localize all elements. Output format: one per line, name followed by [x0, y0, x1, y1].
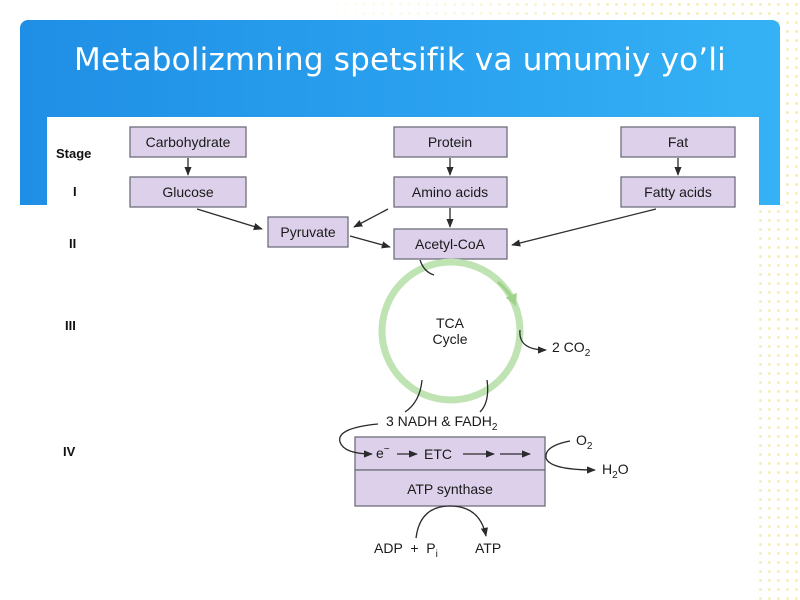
- page-title: Metabolizmning spetsifik va umumiy yo’li: [74, 42, 726, 78]
- nadh-text: 3 NADH & FADH: [386, 413, 492, 429]
- co2-subscript: 2: [585, 348, 591, 359]
- tca-label-line2: Cycle: [432, 331, 467, 347]
- tca-cycle-direction-arrow: [497, 280, 517, 307]
- stage-header: Stage: [56, 146, 91, 161]
- o2-label: O2: [576, 432, 593, 452]
- atp-label: ATP: [475, 540, 501, 556]
- h2o-h: H: [602, 461, 612, 477]
- electron-label: e−: [376, 444, 390, 461]
- arrow-cycle-nadh-right: [479, 379, 489, 413]
- arrow-o2-to-h2o: [545, 440, 596, 474]
- pyruvate-label: Pyruvate: [280, 224, 335, 240]
- h2o-label: H2O: [602, 461, 629, 481]
- electron-text: e: [376, 445, 384, 461]
- fatty-acids-box: [620, 176, 736, 208]
- arrow-nadh-to-etc: [339, 423, 379, 458]
- fat-label: Fat: [668, 134, 688, 150]
- glucose-label: Glucose: [162, 184, 214, 200]
- adp-pi-text: ADP + P: [374, 540, 436, 556]
- stage-i-label: I: [73, 184, 77, 199]
- fatty-acids-label: Fatty acids: [644, 184, 712, 200]
- stage-iii-label: III: [65, 318, 76, 333]
- protein-label: Protein: [428, 134, 472, 150]
- etc-label: ETC: [424, 446, 452, 462]
- arrow-acetyl-coa-into-cycle: [419, 259, 435, 276]
- tca-label-line1: TCA: [436, 315, 465, 331]
- stage-iv-label: IV: [63, 444, 76, 459]
- amino-acids-label: Amino acids: [412, 184, 488, 200]
- carbohydrate-label: Carbohydrate: [146, 134, 231, 150]
- stage-ii-label: II: [69, 236, 76, 251]
- atp-synthase-label: ATP synthase: [407, 481, 493, 497]
- arrow-glucose-pyruvate: [196, 208, 263, 231]
- nadh-fadh2-label: 3 NADH & FADH2: [386, 413, 498, 433]
- carbohydrate-box: [129, 126, 247, 158]
- o2-subscript: 2: [587, 441, 593, 452]
- co2-text: 2 CO: [552, 339, 585, 355]
- fat-box: [620, 126, 736, 158]
- arrow-adp-to-atp: [415, 505, 488, 539]
- atp-synthase-box: [354, 469, 546, 507]
- nadh-subscript: 2: [492, 422, 498, 433]
- electron-superscript: −: [384, 444, 390, 455]
- pi-subscript: i: [436, 549, 438, 560]
- amino-acids-box: [393, 176, 508, 208]
- arrow-pyruvate-acetyl-coa: [349, 235, 391, 249]
- pyruvate-box: [267, 216, 349, 248]
- arrow-cycle-nadh-left: [404, 379, 423, 413]
- glucose-box: [129, 176, 247, 208]
- arrow-co2-release: [519, 329, 547, 354]
- h2o-o: O: [618, 461, 629, 477]
- protein-box: [393, 126, 508, 158]
- arrow-amino-acids-pyruvate: [353, 208, 389, 228]
- h2o-subscript: 2: [612, 470, 618, 481]
- o2-text: O: [576, 432, 587, 448]
- adp-pi-label: ADP + Pi: [374, 540, 438, 560]
- co2-label: 2 CO2: [552, 339, 591, 359]
- arrow-fatty-acids-acetyl-coa: [511, 208, 657, 247]
- acetyl-coa-label: Acetyl-CoA: [415, 236, 486, 252]
